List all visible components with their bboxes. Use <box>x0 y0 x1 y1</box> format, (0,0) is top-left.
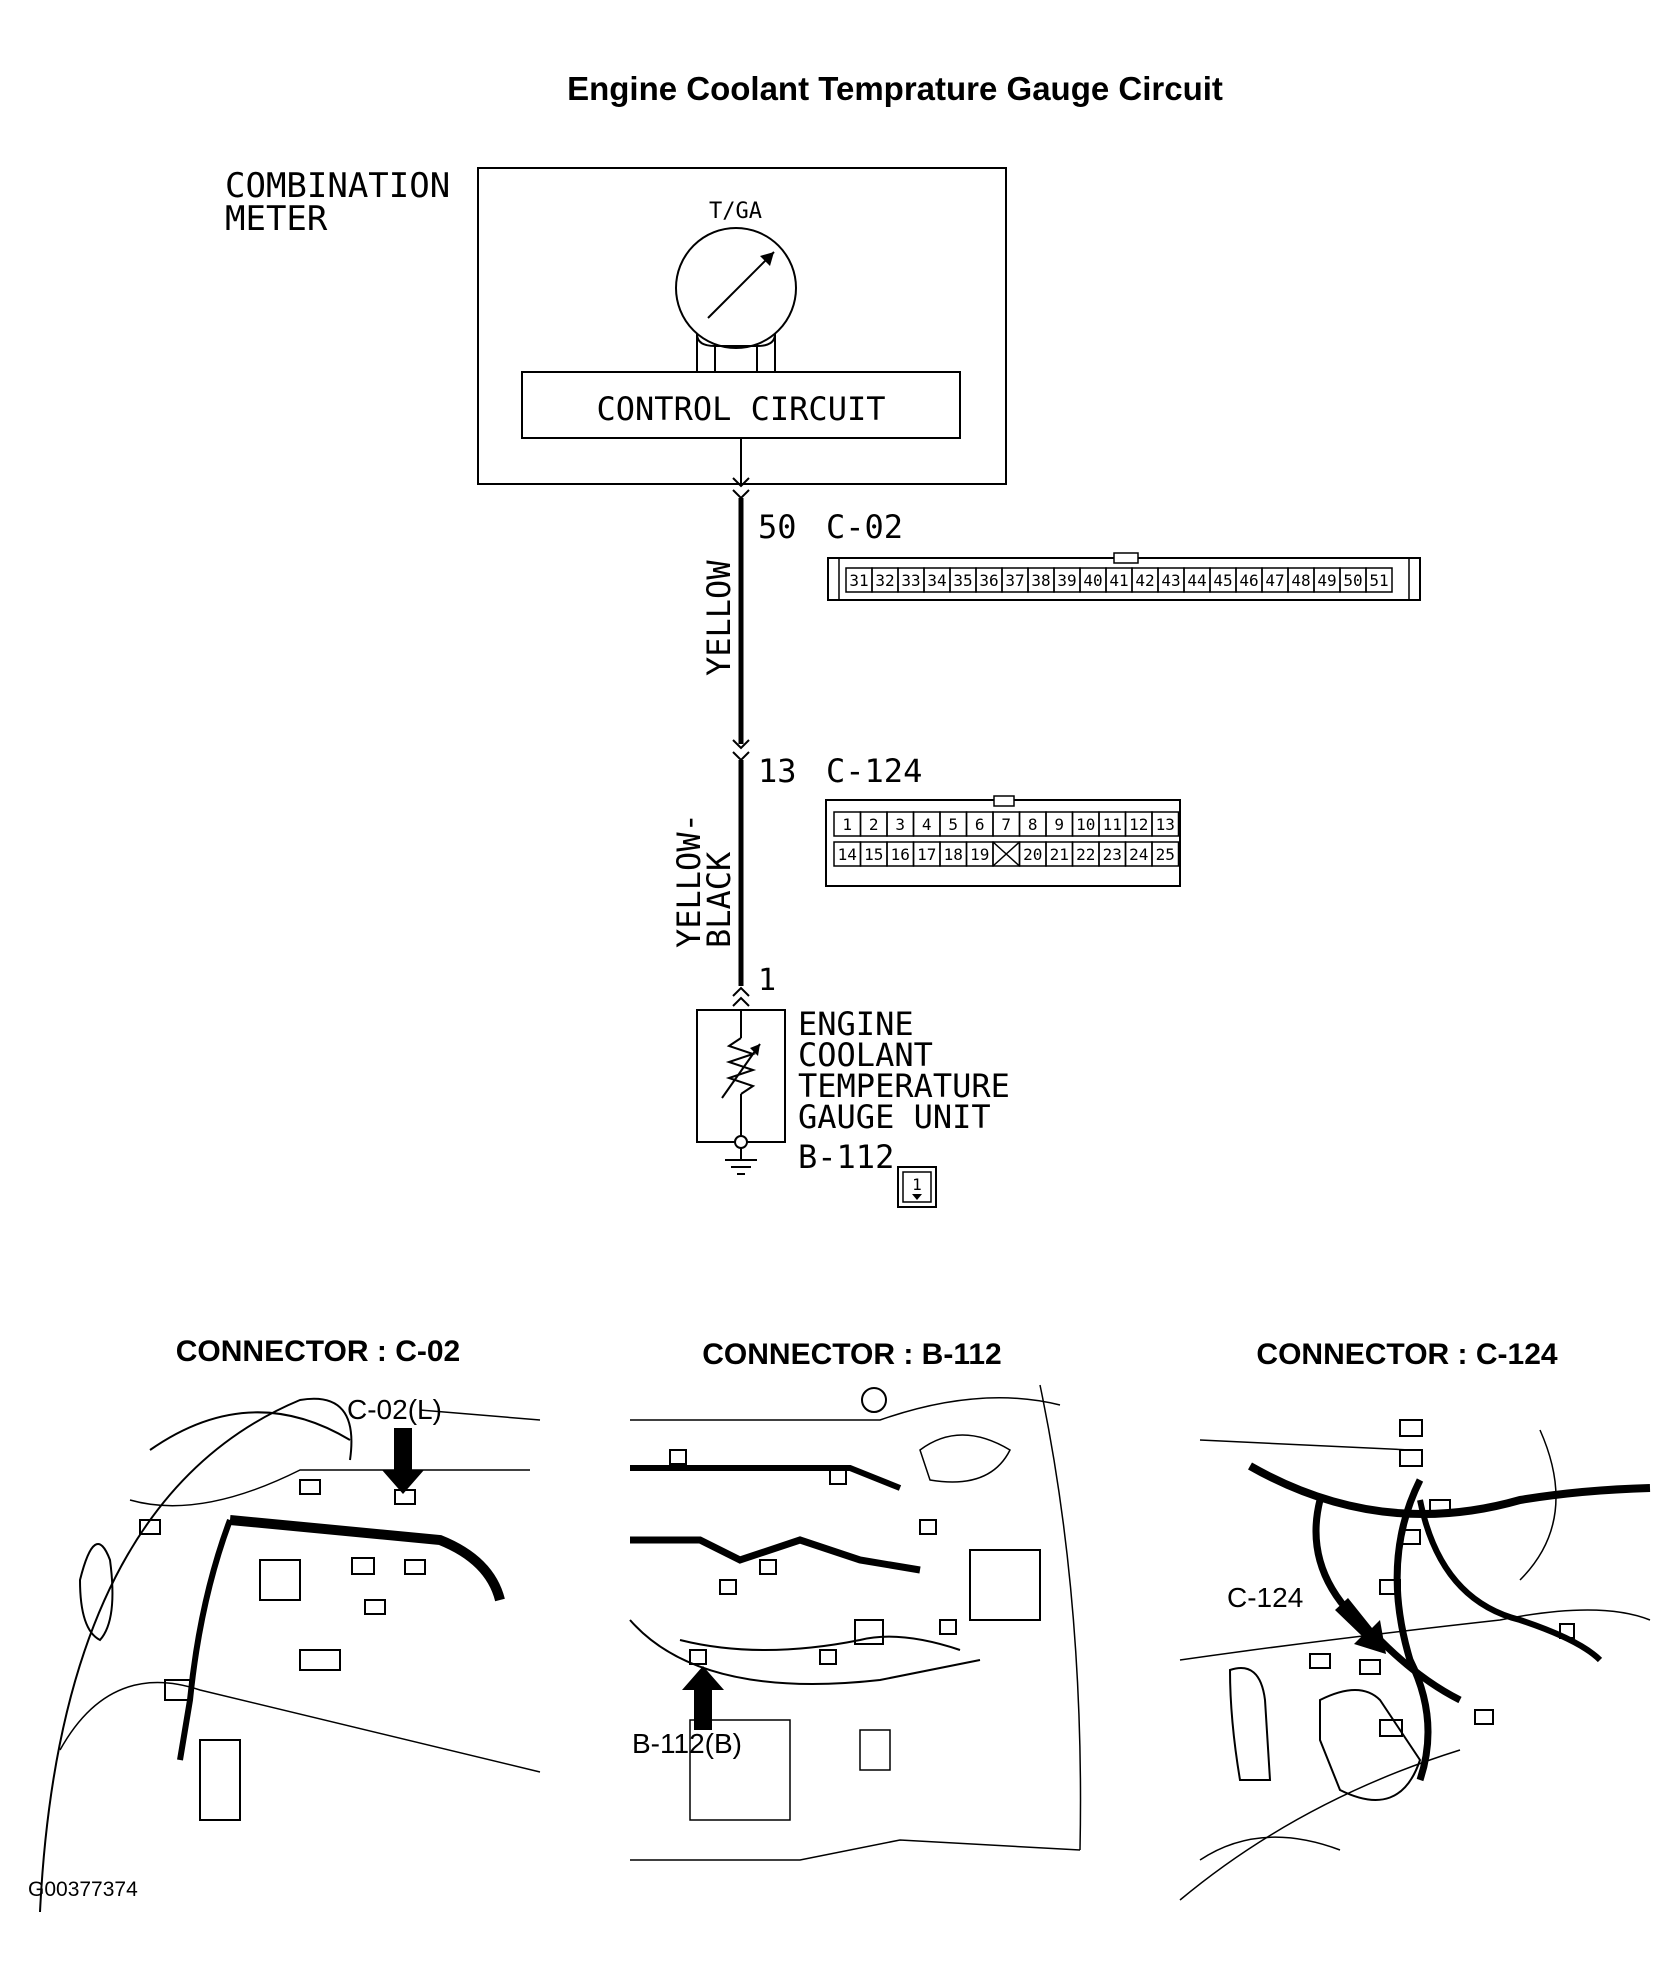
coolant-temperature-sensor: 1 ENGINE COOLANT TEMPERATURE GAUGE UNIT … <box>696 963 1010 1208</box>
locator-c02-arrow-icon <box>382 1428 424 1494</box>
blank-pin-icon <box>992 841 1021 867</box>
pin-50-label: 50 <box>758 508 797 546</box>
c124-pin-label: 8 <box>1028 815 1038 834</box>
c124-pin-label: 11 <box>1103 815 1122 834</box>
gauge-label: T/GA <box>709 199 762 224</box>
connector-c02: 50 C-02 31 32 33 34 35 36 37 38 39 40 41 42 43 44 45 46… <box>758 508 1421 601</box>
locator-c02-heading: CONNECTOR : C-02 <box>176 1335 460 1368</box>
locator-c124-arrow-icon <box>1335 1598 1386 1654</box>
b112-connector-icon <box>897 1166 937 1208</box>
c124-pin-label: 24 <box>1129 845 1148 864</box>
c02-pin-label: 34 <box>927 571 946 590</box>
connector-locator-views: CONNECTOR : C-02 CONNECTOR : B-112 CONNE… <box>39 1335 1651 1913</box>
c124-pin-label: 9 <box>1054 815 1064 834</box>
c124-pin-label: 23 <box>1103 845 1122 864</box>
c124-pin-label: 18 <box>944 845 963 864</box>
sensor-name-3: TEMPERATURE <box>798 1067 1010 1105</box>
c124-pin-label: 19 <box>970 845 989 864</box>
combination-meter: COMBINATION METER T/GA CONTROL CIRCUIT <box>225 166 1007 485</box>
c124-pin-label: 1 <box>842 815 852 834</box>
c02-pin-label: 50 <box>1343 571 1362 590</box>
c02-pin-label: 36 <box>979 571 998 590</box>
locator-c124-callout: C-124 <box>1227 1582 1303 1613</box>
c124-pin-label: 15 <box>864 845 883 864</box>
locator-b112-heading: CONNECTOR : B-112 <box>702 1338 1002 1371</box>
pin-13-label: 13 <box>758 752 797 790</box>
svg-text:1: 1 <box>912 1175 922 1194</box>
locator-b112-illustration <box>629 1384 1082 1861</box>
temperature-gauge-icon <box>675 227 797 349</box>
c02-pin-label: 47 <box>1265 571 1284 590</box>
c02-pin-label: 33 <box>901 571 920 590</box>
c02-pin-label: 44 <box>1187 571 1206 590</box>
c124-pin-label: 22 <box>1076 845 1095 864</box>
c02-pin-label: 31 <box>849 571 868 590</box>
combination-meter-label-2: METER <box>225 199 328 239</box>
c02-pin-label: 41 <box>1109 571 1128 590</box>
c124-pin-label: 6 <box>975 815 985 834</box>
connector-symbol-b112 <box>732 986 750 1007</box>
connector-c02-pins: 31 32 33 34 35 36 37 38 39 40 41 42 43 44 45 46 47 48 49 50… <box>845 567 1393 593</box>
diagram-title: Engine Coolant Temprature Gauge Circuit <box>567 70 1223 107</box>
c02-pin-label: 38 <box>1031 571 1050 590</box>
wire-path: YELLOW YELLOW- BLACK <box>670 438 750 1007</box>
c02-pin-label: 46 <box>1239 571 1258 590</box>
c02-pin-label: 39 <box>1057 571 1076 590</box>
sensor-name-1: ENGINE <box>798 1005 914 1043</box>
c124-pin-label: 12 <box>1129 815 1148 834</box>
c02-pin-label: 51 <box>1369 571 1388 590</box>
c02-pin-label: 45 <box>1213 571 1232 590</box>
locator-b112-callout: B-112(B) <box>632 1728 742 1759</box>
c124-pin-label: 16 <box>891 845 910 864</box>
c124-pin-label: 4 <box>922 815 932 834</box>
c124-pin-label: 5 <box>948 815 958 834</box>
thermistor-icon <box>725 1037 757 1095</box>
connector-c124-face <box>825 799 1181 887</box>
control-circuit-label: CONTROL CIRCUIT <box>597 390 886 428</box>
c124-pin-label: 25 <box>1156 845 1175 864</box>
sensor-name-4: GAUGE UNIT <box>798 1098 991 1136</box>
locator-b112-arrow-icon <box>682 1666 724 1730</box>
locator-c124-illustration <box>1179 1419 1651 1901</box>
c02-pin-label: 42 <box>1135 571 1154 590</box>
c02-pin-label: 35 <box>953 571 972 590</box>
c02-pin-cell <box>1365 567 1393 593</box>
c02-pin-label: 37 <box>1005 571 1024 590</box>
c124-pin-label: 7 <box>1001 815 1011 834</box>
sensor-connector-label: B-112 <box>798 1138 894 1176</box>
connector-c124-label: C-124 <box>826 752 922 790</box>
c02-pin-label: 40 <box>1083 571 1102 590</box>
c124-pin-cell <box>1151 811 1180 837</box>
c124-pin-label: 13 <box>1156 815 1175 834</box>
pin-1-label: 1 <box>758 963 776 998</box>
c124-pin-label: 21 <box>1050 845 1069 864</box>
c124-pin-label: 14 <box>838 845 857 864</box>
figure-code: G00377374 <box>28 1878 138 1901</box>
c124-pin-label: 2 <box>869 815 879 834</box>
c124-pin-label: 17 <box>917 845 936 864</box>
wire-color-yellow: YELLOW <box>700 560 738 676</box>
c124-pin-cell <box>1151 841 1180 867</box>
combination-meter-label-1: COMBINATION <box>225 166 450 206</box>
locator-c02-callout: C-02(L) <box>347 1394 442 1425</box>
c124-pin-label: 3 <box>895 815 905 834</box>
locator-c02-illustration <box>39 1397 541 1913</box>
locator-c124-heading: CONNECTOR : C-124 <box>1256 1338 1557 1371</box>
c124-pin-label: 20 <box>1023 845 1042 864</box>
wire-color-yellow-black-1: YELLOW- <box>670 813 708 948</box>
c02-pin-label: 49 <box>1317 571 1336 590</box>
wire-color-yellow-black-2: BLACK <box>700 851 738 948</box>
c02-pin-label: 48 <box>1291 571 1310 590</box>
c124-pin-label: 10 <box>1076 815 1095 834</box>
c02-pin-label: 43 <box>1161 571 1180 590</box>
connector-c02-label: C-02 <box>826 508 903 546</box>
sensor-name-2: COOLANT <box>798 1036 933 1074</box>
c02-pin-label: 32 <box>875 571 894 590</box>
